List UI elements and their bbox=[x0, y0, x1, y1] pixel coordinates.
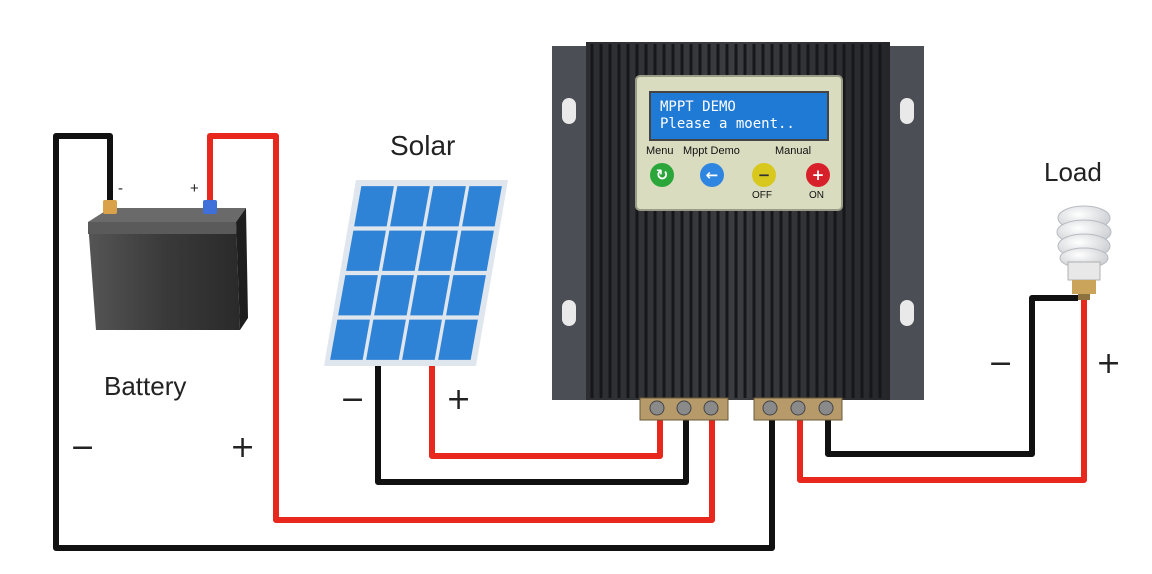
solar-cell bbox=[446, 275, 486, 316]
on-button-label: ON bbox=[809, 190, 824, 201]
menu-refresh-icon: ↻ bbox=[655, 166, 669, 184]
solar-cell bbox=[382, 230, 422, 271]
solar-cell bbox=[366, 319, 406, 360]
solar-cell bbox=[346, 230, 386, 271]
battery-negative-wire bbox=[53, 133, 775, 551]
battery-positive-wire bbox=[207, 133, 715, 523]
battery-pos-terminal-mark: + bbox=[190, 180, 199, 197]
mppt-controller bbox=[552, 42, 924, 421]
solar-cell bbox=[390, 186, 430, 227]
load-bulb bbox=[1056, 205, 1112, 300]
solar-label: Solar bbox=[390, 130, 456, 161]
battery-plus-sign: + bbox=[230, 430, 256, 465]
lcd-line-1: MPPT DEMO bbox=[660, 99, 736, 115]
on-button bbox=[806, 163, 830, 187]
minus-icon: − bbox=[757, 166, 771, 184]
battery-negative-terminal bbox=[103, 200, 117, 214]
load-plus-sign: + bbox=[1096, 346, 1122, 381]
solar-cell bbox=[462, 186, 502, 227]
manual-button-label: Manual bbox=[775, 145, 812, 157]
mppt-demo-button-label: Mppt Demo bbox=[683, 145, 740, 157]
terminal-screw bbox=[762, 400, 778, 416]
mppt-demo-button bbox=[700, 163, 724, 187]
solar-cell bbox=[418, 230, 458, 271]
off-button bbox=[752, 163, 776, 187]
solar-positive-wire bbox=[429, 360, 663, 459]
solar-cell bbox=[410, 275, 450, 316]
off-button-label: OFF bbox=[752, 190, 772, 201]
terminal-screw bbox=[703, 400, 719, 416]
solar-cell bbox=[402, 319, 442, 360]
terminal-screw bbox=[790, 400, 806, 416]
load-minus-sign: − bbox=[988, 346, 1014, 381]
solar-cell bbox=[374, 275, 414, 316]
plus-icon: + bbox=[811, 166, 825, 184]
terminal-screw bbox=[676, 400, 692, 416]
battery-label: Battery bbox=[104, 371, 187, 401]
solar-panel bbox=[324, 180, 508, 366]
solar-cell bbox=[426, 186, 466, 227]
solar-cell bbox=[330, 319, 370, 360]
solar-minus-sign: − bbox=[340, 382, 366, 417]
battery-positive-terminal bbox=[203, 200, 217, 214]
battery-minus-sign: − bbox=[70, 430, 96, 465]
solar-cell bbox=[454, 230, 494, 271]
lcd-screen bbox=[649, 91, 829, 141]
battery bbox=[88, 200, 248, 330]
menu-button bbox=[650, 163, 674, 187]
solar-cell bbox=[438, 319, 478, 360]
terminal-screw bbox=[649, 400, 665, 416]
terminal-screw bbox=[818, 400, 834, 416]
load-negative-wire bbox=[825, 295, 1078, 457]
solar-cell bbox=[354, 186, 394, 227]
back-arrow-icon: ← bbox=[705, 166, 719, 184]
load-positive-wire bbox=[797, 300, 1087, 483]
load-label: Load bbox=[1044, 157, 1102, 187]
solar-plus-sign: + bbox=[446, 382, 472, 417]
lcd-line-2: Please a moent.. bbox=[660, 116, 795, 132]
menu-button-label: Menu bbox=[646, 145, 674, 157]
battery-neg-terminal-mark: - bbox=[118, 180, 123, 197]
solar-cell bbox=[338, 275, 378, 316]
solar-negative-wire bbox=[375, 360, 689, 485]
